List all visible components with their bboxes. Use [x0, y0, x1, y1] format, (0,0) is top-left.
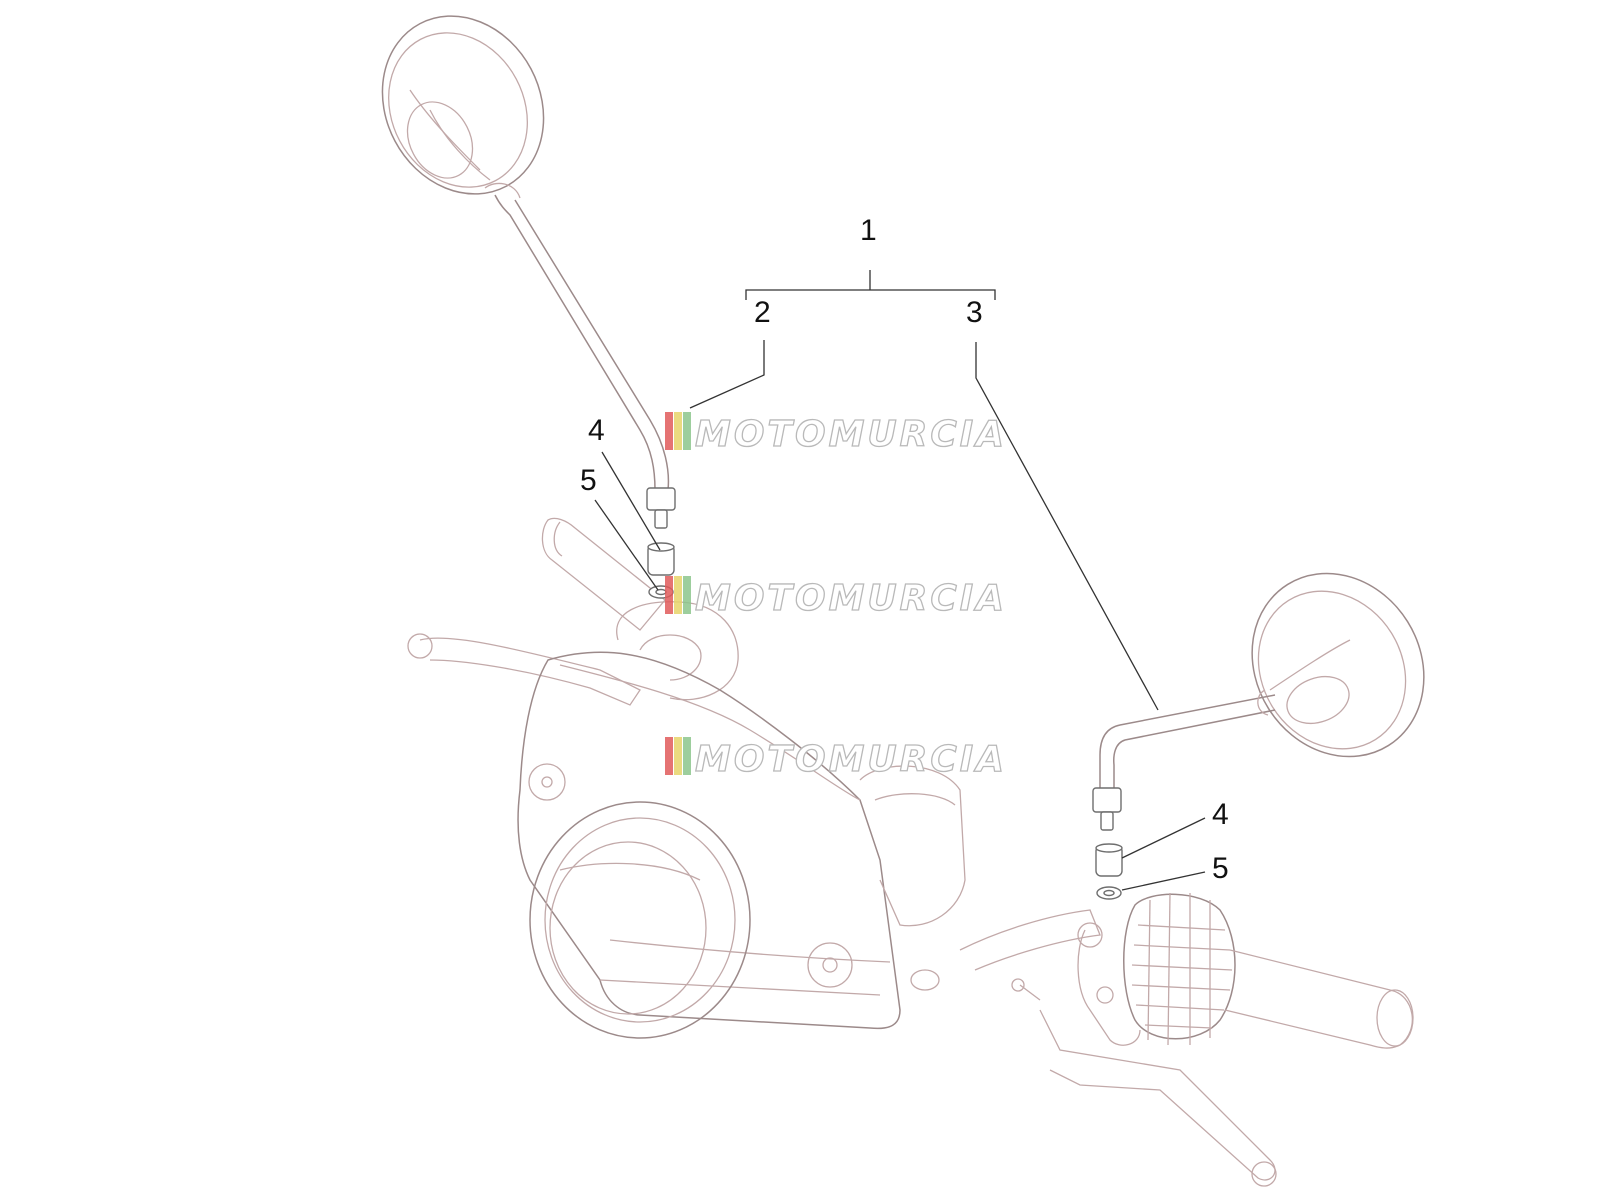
callout-4-right: 4: [1212, 798, 1229, 831]
leader-lines: [594, 270, 1206, 891]
watermark-stripe-green: [683, 412, 691, 450]
watermark-stripe-green: [683, 737, 691, 775]
callout-2: 2: [754, 296, 771, 329]
callout-1: 1: [860, 214, 877, 247]
right-mirror: [1092, 572, 1425, 831]
right-spacer-part-4: [1095, 843, 1123, 877]
left-mirror: [381, 15, 676, 529]
watermark-bottom: MOTOMURCIA: [665, 737, 1007, 781]
watermark-text: MOTOMURCIA: [695, 739, 1007, 780]
handlebar-assembly: [407, 517, 1414, 1187]
watermark-text: MOTOMURCIA: [695, 578, 1007, 619]
watermark-text: MOTOMURCIA: [695, 414, 1007, 455]
watermark-stripe-yellow: [674, 412, 682, 450]
watermark-stripe-red: [665, 412, 673, 450]
bracket-1: [745, 289, 996, 300]
watermark-stripe-red: [665, 737, 673, 775]
callout-3: 3: [966, 296, 983, 329]
watermark-top: MOTOMURCIA: [665, 412, 1007, 456]
watermark-stripe-yellow: [674, 576, 682, 614]
callout-5-left: 5: [580, 464, 597, 497]
callout-4-left: 4: [588, 414, 605, 447]
switch-mesh: [1131, 892, 1233, 1046]
callout-5-right: 5: [1212, 852, 1229, 885]
watermark-stripe-green: [683, 576, 691, 614]
right-washer-part-5: [1096, 886, 1122, 900]
watermark-stripe-yellow: [674, 737, 682, 775]
left-spacer-part-4: [647, 542, 675, 576]
watermark-middle: MOTOMURCIA: [665, 576, 1007, 620]
watermark-stripe-red: [665, 576, 673, 614]
callout-labels: 1 2 3 4 5 4 5: [580, 214, 1229, 885]
